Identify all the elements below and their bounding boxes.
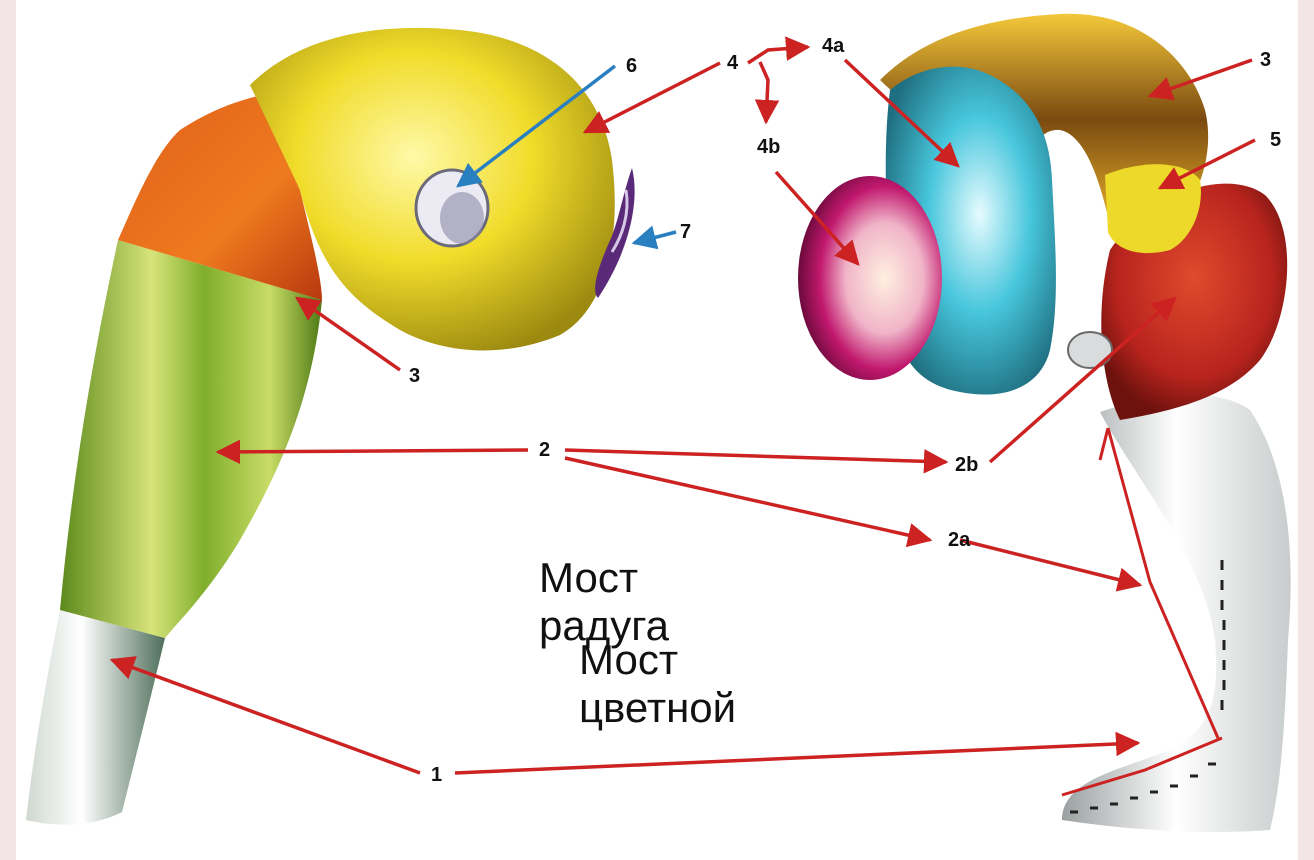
left-green-segment — [60, 240, 322, 638]
arrow-2-to-2a — [565, 458, 930, 540]
label-2b: 2b — [955, 455, 978, 475]
left-white-segment — [26, 610, 165, 825]
label-4b: 4b — [757, 137, 780, 157]
label-7: 7 — [680, 222, 691, 242]
label-6: 6 — [626, 56, 637, 76]
right-stub — [1068, 332, 1112, 368]
caption-colored-bridge: Мост цветной — [579, 636, 736, 733]
arrow-2a-spine — [960, 540, 1140, 585]
arrow-4-branch-4a — [748, 47, 808, 63]
label-3-left: 3 — [409, 366, 420, 386]
caption-rainbow-line-1: Мост — [539, 554, 669, 602]
label-4a: 4a — [822, 36, 844, 56]
right-white-spinal-region — [1062, 395, 1291, 832]
diagram-canvas: 1 2 2a 2b 3 3 4 4a 4b 5 6 7 Мост радуга … — [16, 0, 1298, 860]
label-2a: 2a — [948, 530, 970, 550]
caption-colored-line-1: Мост — [579, 636, 736, 684]
left-specimen — [26, 28, 635, 825]
arrow-2-to-2b — [565, 450, 946, 462]
label-1: 1 — [431, 765, 442, 785]
right-specimen — [798, 14, 1291, 832]
arrow-1-right — [455, 743, 1138, 773]
arrow-4-branch-4b — [760, 62, 768, 122]
label-5: 5 — [1270, 130, 1281, 150]
label-2: 2 — [539, 440, 550, 460]
caption-colored-line-2: цветной — [579, 684, 736, 732]
arrow-1-left — [112, 660, 420, 773]
label-3-right: 3 — [1260, 50, 1271, 70]
right-magenta-eye — [798, 176, 942, 380]
arrow-2-left — [218, 450, 528, 452]
label-4: 4 — [727, 53, 738, 73]
arrow-7 — [634, 232, 676, 243]
